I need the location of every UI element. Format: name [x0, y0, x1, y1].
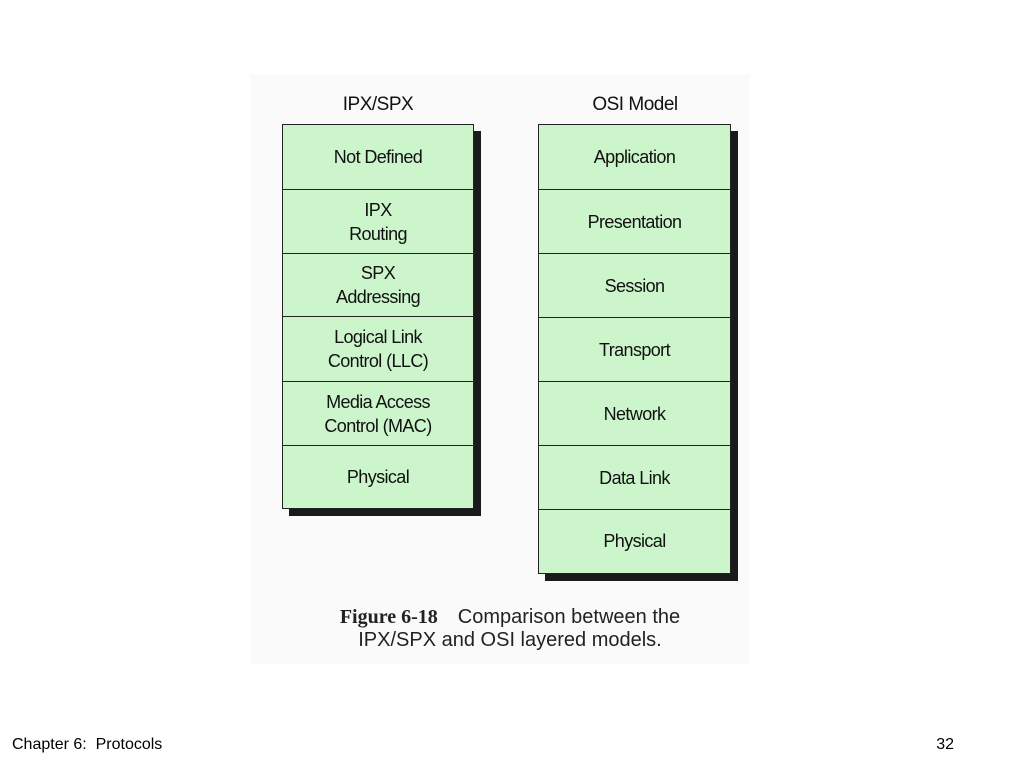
ipx-layer-mac: Media Access Control (MAC)	[283, 382, 473, 446]
osi-layer-network: Network	[539, 382, 730, 446]
osi-model-stack: Application Presentation Session Transpo…	[538, 124, 731, 574]
ipx-layer-ipx-routing: IPX Routing	[283, 190, 473, 254]
osi-layer-transport: Transport	[539, 318, 730, 382]
figure-caption: Figure 6-18 Comparison between the IPX/SP…	[300, 606, 720, 652]
osi-layer-application: Application	[539, 125, 730, 190]
osi-layer-session: Session	[539, 254, 730, 318]
caption-line-2: IPX/SPX and OSI layered models.	[358, 629, 662, 651]
osi-model-title: OSI Model	[592, 94, 678, 115]
caption-text-1: Comparison between the	[457, 606, 681, 628]
ipx-spx-stack: Not Defined IPX Routing SPX Addressing L…	[282, 124, 474, 509]
footer-chapter: Chapter 6: Protocols	[12, 736, 163, 753]
ipx-layer-llc: Logical Link Control (LLC)	[283, 317, 473, 382]
ipx-layer-not-defined: Not Defined	[283, 125, 473, 190]
ipx-spx-title: IPX/SPX	[342, 94, 414, 115]
osi-layer-data-link: Data Link	[539, 446, 730, 510]
footer-page-number: 32	[936, 736, 954, 753]
osi-layer-physical: Physical	[603, 531, 666, 551]
ipx-layer-physical: Physical	[346, 467, 410, 487]
osi-layer-presentation: Presentation	[539, 190, 730, 254]
caption-line-1: Figure 6-18 Comparison between the	[300, 606, 720, 629]
ipx-layer-spx-addressing: SPX Addressing	[283, 254, 473, 317]
figure-label: Figure 6-18	[339, 606, 438, 628]
